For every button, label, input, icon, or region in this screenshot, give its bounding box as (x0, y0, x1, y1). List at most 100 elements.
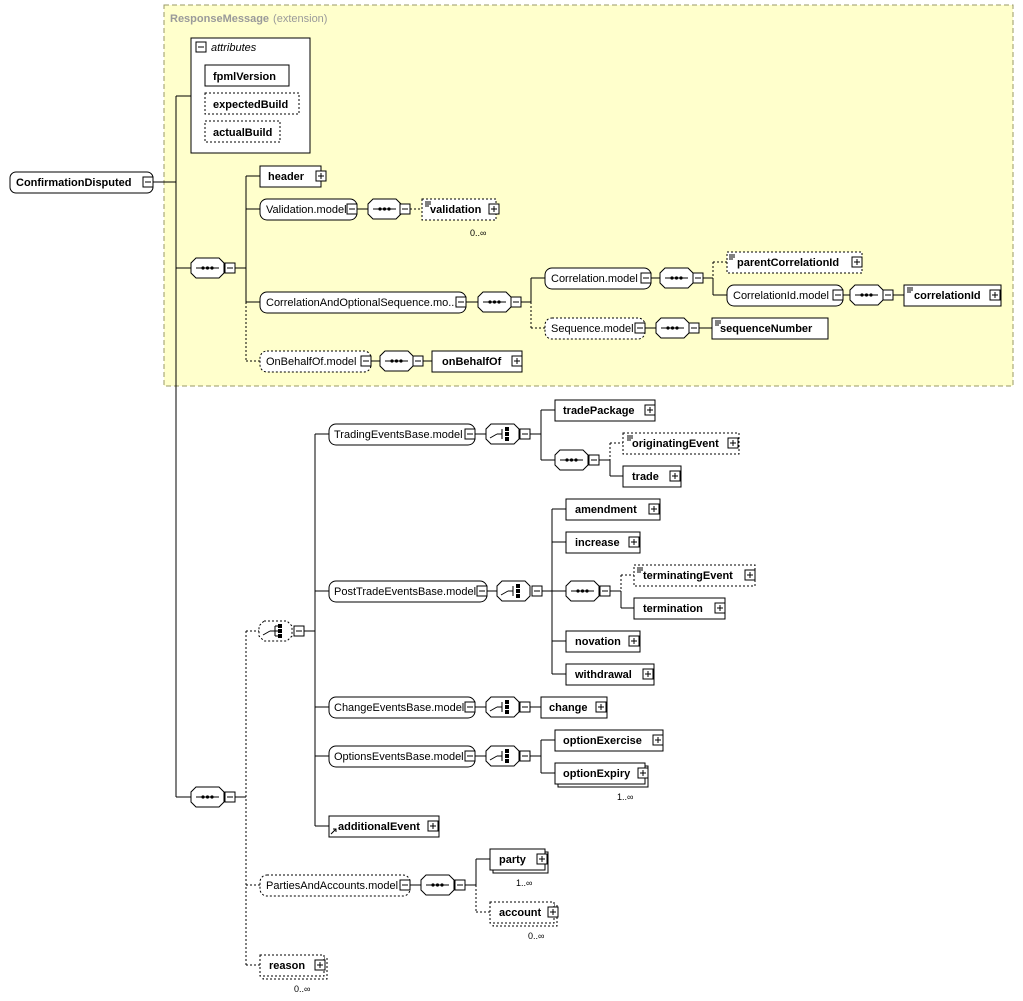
compositor-sequence-termination[interactable] (565, 580, 600, 602)
compositor-sequence-2[interactable] (190, 786, 225, 808)
collapse-icon[interactable] (519, 428, 531, 440)
expand-icon[interactable] (642, 668, 654, 680)
expand-icon[interactable] (727, 437, 739, 449)
expand-icon[interactable] (488, 203, 500, 215)
expand-icon[interactable] (644, 404, 656, 416)
expand-icon[interactable] (315, 170, 327, 182)
collapse-icon[interactable] (634, 322, 646, 334)
collapse-icon[interactable] (882, 289, 894, 301)
expand-icon[interactable] (628, 635, 640, 647)
group-correlation-id-model[interactable]: CorrelationId.model (726, 284, 844, 307)
element-validation[interactable]: validation (421, 198, 497, 221)
element-reason[interactable]: reason (259, 954, 328, 980)
group-validation-model[interactable]: Validation.model (259, 198, 358, 221)
compositor-choice-events[interactable] (258, 620, 293, 642)
collapse-icon[interactable] (412, 355, 424, 367)
collapse-icon[interactable] (293, 625, 305, 637)
collapse-icon[interactable] (399, 203, 411, 215)
expand-icon[interactable] (547, 906, 559, 918)
expand-icon[interactable] (628, 536, 640, 548)
group-sequence-model[interactable]: Sequence.model (544, 317, 646, 340)
expand-icon[interactable] (595, 701, 607, 713)
element-withdrawal[interactable]: withdrawal (565, 663, 655, 686)
element-trade-package[interactable]: tradePackage (554, 399, 656, 422)
group-change-events-base-model[interactable]: ChangeEventsBase.model (328, 696, 476, 719)
collapse-icon[interactable] (464, 750, 476, 762)
collapse-icon[interactable] (832, 289, 844, 301)
expand-icon[interactable] (427, 820, 439, 832)
collapse-icon[interactable] (464, 701, 476, 713)
element-option-exercise[interactable]: optionExercise (554, 729, 664, 752)
element-sequence-number[interactable]: sequenceNumber (711, 317, 829, 340)
collapse-icon[interactable] (455, 296, 467, 308)
collapse-icon[interactable] (346, 203, 358, 215)
collapse-icon[interactable] (599, 585, 611, 597)
compositor-sequence-sequence[interactable] (655, 317, 690, 339)
collapse-icon[interactable] (588, 454, 600, 466)
collapse-icon[interactable] (640, 272, 652, 284)
compositor-sequence-validation[interactable] (367, 198, 402, 220)
compositor-sequence-correlation-id[interactable] (849, 284, 884, 306)
collapse-icon[interactable] (519, 701, 531, 713)
expand-icon[interactable] (669, 470, 681, 482)
collapse-icon[interactable] (454, 879, 466, 891)
expand-icon[interactable] (314, 959, 326, 971)
collapse-icon[interactable] (519, 750, 531, 762)
expand-icon[interactable] (744, 569, 756, 581)
group-post-trade-events-base-model[interactable]: PostTradeEventsBase.model (328, 580, 488, 603)
compositor-choice-trading-events[interactable] (485, 423, 520, 445)
compositor-choice-options-events[interactable] (485, 745, 520, 767)
attribute-actualbuild[interactable] (204, 120, 281, 143)
collapse-icon[interactable] (476, 585, 488, 597)
collapse-icon[interactable] (531, 585, 543, 597)
expand-icon[interactable] (637, 767, 649, 779)
expand-icon[interactable] (989, 289, 1001, 301)
group-trading-events-base-model[interactable]: TradingEventsBase.model (328, 423, 476, 446)
element-option-expiry[interactable]: optionExpiry (554, 762, 649, 788)
compositor-sequence-trading-events[interactable] (554, 449, 589, 471)
element-account[interactable]: account (489, 901, 558, 927)
element-correlation-id[interactable]: correlationId (903, 284, 1002, 307)
compositor-choice-change-events[interactable] (485, 696, 520, 718)
element-header[interactable]: header (259, 165, 322, 188)
element-additional-event[interactable]: additionalEvent (328, 815, 440, 838)
collapse-icon[interactable] (142, 176, 154, 188)
collapse-icon[interactable] (224, 262, 236, 274)
group-correlation-model[interactable]: Correlation.model (544, 267, 652, 290)
group-parties-and-accounts-model[interactable]: PartiesAndAccounts.model (259, 874, 411, 897)
collapse-icon[interactable] (692, 272, 704, 284)
collapse-icon[interactable] (360, 355, 372, 367)
element-on-behalf-of[interactable]: onBehalfOf (431, 350, 523, 373)
attribute-fpmlversion[interactable] (204, 64, 290, 87)
expand-icon[interactable] (536, 853, 548, 865)
collapse-icon[interactable] (510, 296, 522, 308)
group-correlation-and-optional-sequence-model[interactable]: CorrelationAndOptionalSequence.mo... (259, 291, 467, 314)
collapse-icon[interactable] (399, 879, 411, 891)
collapse-icon[interactable] (224, 791, 236, 803)
compositor-choice-post-trade-events[interactable] (496, 580, 531, 602)
compositor-sequence-correlation[interactable] (659, 267, 694, 289)
element-amendment[interactable]: amendment (565, 498, 661, 521)
expand-icon[interactable] (714, 602, 726, 614)
expand-icon[interactable] (851, 256, 863, 268)
collapse-icon[interactable] (464, 428, 476, 440)
element-increase[interactable]: increase (565, 531, 641, 554)
compositor-sequence-on-behalf-of[interactable] (379, 350, 414, 372)
element-parent-correlation-id[interactable]: parentCorrelationId (726, 251, 863, 274)
compositor-sequence-correlation-and-optional-sequence[interactable] (477, 291, 512, 313)
group-options-events-base-model[interactable]: OptionsEventsBase.model (328, 745, 476, 768)
expand-icon[interactable] (511, 355, 523, 367)
compositor-sequence-1[interactable] (190, 257, 225, 279)
element-originating-event[interactable]: originatingEvent (622, 432, 740, 455)
element-trade[interactable]: trade (622, 465, 682, 488)
root-element[interactable]: ConfirmationDisputed (9, 171, 154, 194)
collapse-icon[interactable] (688, 322, 700, 334)
compositor-sequence-parties-and-accounts[interactable] (420, 874, 455, 896)
element-party[interactable]: party (489, 848, 549, 874)
element-terminating-event[interactable]: terminatingEvent (633, 564, 756, 587)
element-novation[interactable]: novation (565, 630, 641, 653)
attribute-expectedbuild[interactable] (204, 92, 300, 115)
element-change[interactable]: change (540, 696, 608, 719)
group-on-behalf-of-model[interactable]: OnBehalfOf.model (259, 350, 372, 373)
expand-icon[interactable] (648, 503, 660, 515)
